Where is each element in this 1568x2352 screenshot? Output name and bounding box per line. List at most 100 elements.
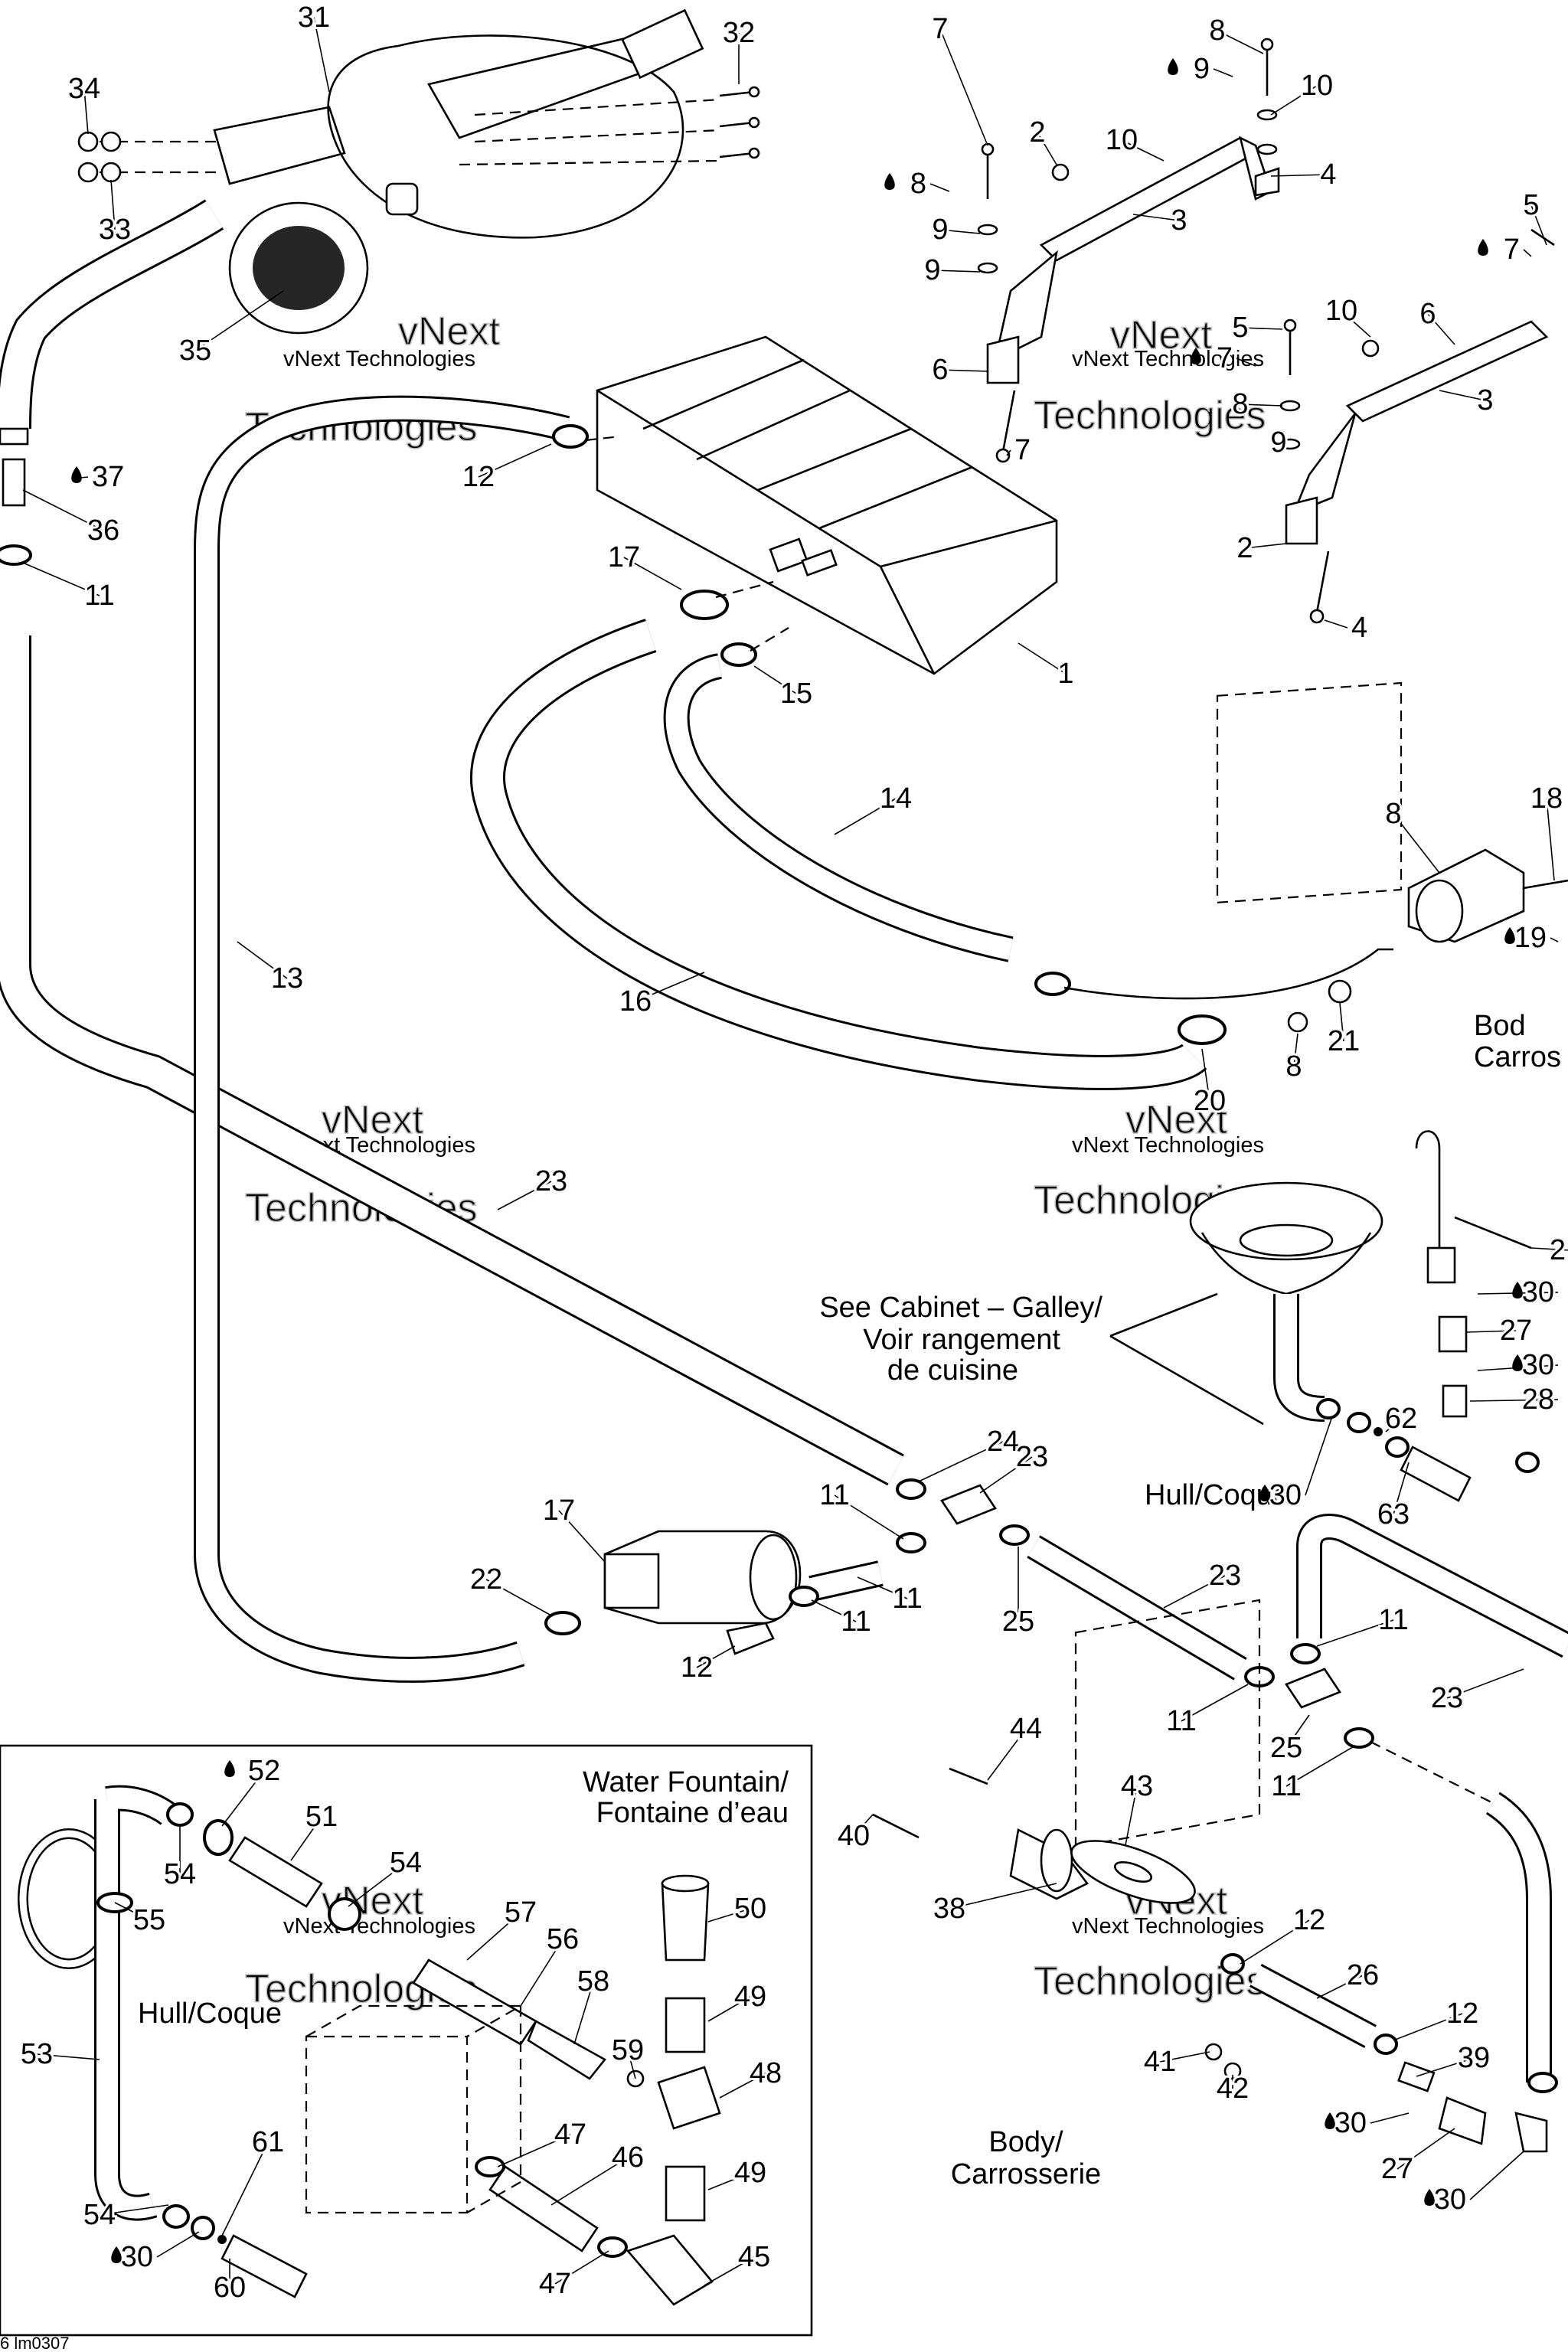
callout-leader [1285,1745,1356,1787]
part-number-label: 17 [543,1494,575,1527]
washer-34 [100,131,122,152]
washer-41 [1204,2043,1223,2061]
part-number-label: 17 [608,541,640,573]
sealant-drop-icon [1168,58,1178,75]
watermark-big: vNext [1125,1098,1227,1142]
part-number-label: 6 [1419,298,1436,330]
part-number-label: 11 [84,580,114,612]
callout-leader [1270,85,1318,116]
part-number-label: 26 [1347,1959,1379,1991]
part-number-label: 7 [1504,234,1520,266]
part-number-label: 3 [1477,384,1493,416]
part-number-label: 5 [1232,312,1248,344]
callout-leader [1240,403,1283,407]
part-number-label: 54 [390,1847,422,1879]
part-number-label: 56 [547,1923,579,1955]
clamp-11 [896,1478,926,1500]
fitting-46 [488,2165,599,2252]
part-number-label: 25 [1002,1606,1034,1638]
part-number-label: 8 [1285,1050,1302,1083]
part-number-label: 62 [1385,1403,1417,1435]
part-number-label: 30 [1522,1276,1554,1308]
part-number-label: 20 [1194,1085,1226,1117]
fitting-49 [665,1997,706,2053]
callout-leader [1163,1575,1226,1609]
callout-leader [99,2204,169,2216]
part-number-label: 9 [1194,53,1210,85]
washer-10b [1254,167,1280,197]
part-number-label: 4 [1320,158,1336,191]
callout-leader [348,1862,407,1907]
watermark-text: vNext Technologies [283,347,475,371]
washer-33 [100,162,122,183]
caption-galley: de cuisine [887,1354,1018,1387]
pump-network [544,1478,1568,2093]
callout-leader [635,972,705,1002]
fitting-58 [527,2020,606,2080]
callout-leader [1006,449,1011,456]
bolt-5a [1001,390,1016,452]
caption-body: Carros [1474,1041,1561,1073]
callout-leader [834,1494,904,1540]
hoses-16-14 [470,580,1393,1090]
leader-32a [474,98,720,116]
callout-leader [1293,1033,1298,1067]
callout-leader [1341,310,1371,338]
callout-leader [558,1510,606,1563]
figure-code: 6 lm0307 [0,2334,70,2352]
callout-leader [36,2053,100,2060]
fitting-28 [1442,1384,1468,1418]
part-number-label: 23 [1016,1441,1048,1473]
part-number-label: 58 [577,1965,609,1998]
tank-body [596,335,1058,675]
galley-sink [1109,1130,1540,1502]
part-number-label: 42 [1217,2073,1249,2105]
part-number-label: 38 [933,1893,965,1925]
callout-leader [939,229,981,234]
callout-leader [497,1181,552,1210]
filler-key [385,182,419,216]
callout-leader [1530,204,1547,246]
callout-leader [550,2157,629,2206]
faucet-spout [1415,1130,1441,1248]
clamp-47-b [597,2236,628,2258]
callout-leader [1393,1462,1410,1515]
callout-leader [627,2050,636,2079]
callout-leader [478,443,552,478]
sink-bowl [1189,1181,1383,1261]
callout-leader [932,270,981,273]
callout-leader [1316,1619,1394,1647]
deck-plate-insert [253,226,345,310]
callout-leader [22,562,100,596]
strap-2a [1039,136,1258,262]
faucet-body [1426,1246,1456,1284]
part-number-label: 40 [838,1820,870,1852]
watermark-text: vNext Technologies [283,1914,475,1939]
strap-2b [1345,320,1549,423]
callout-leader [313,17,330,93]
callout-leader [1201,1048,1210,1102]
callout-leader [1181,1684,1249,1722]
washer-52 [203,1819,234,1856]
tank-straps [977,38,1555,624]
part-number-label: 5 [1523,189,1539,221]
clamp-11 [1344,1727,1374,1749]
pump-head [603,1553,660,1609]
callout-leader [114,1902,150,1921]
part-number-label: 34 [68,73,100,105]
callout-leader [857,1576,908,1599]
part-number-label: 12 [462,461,495,493]
body-panel-outline-2 [1074,1599,1261,1848]
part-number-label: 12 [681,1651,713,1684]
part-number-label: 11 [892,1583,922,1615]
sealant-drop-icon [1259,1485,1270,1501]
caption-galley: See Cabinet – Galley/ [819,1292,1102,1324]
callout-leader [1469,2151,1524,2200]
callout-leader [623,557,682,590]
sealant-drop-icon [1512,1282,1523,1298]
captions: See Cabinet – Galley/ Voir rangement de … [0,1010,1561,2352]
callout-leader [987,1728,1027,1781]
fill-hose [0,199,904,1486]
part-number-label: 28 [1522,1383,1554,1416]
part-number-label: 23 [535,1165,567,1197]
